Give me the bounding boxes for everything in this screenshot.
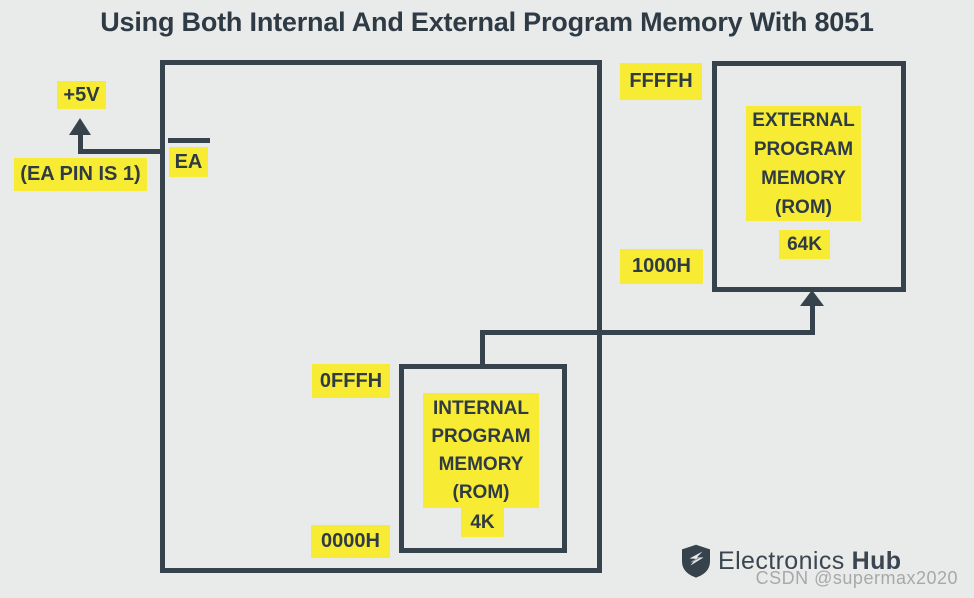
ea-pin-note-label: (EA PIN IS 1) xyxy=(14,158,147,191)
internal-memory-address-top-label: 0FFFH xyxy=(312,364,390,398)
microcontroller-8051-outline xyxy=(160,60,602,573)
external-memory-name-label: EXTERNAL PROGRAM MEMORY (ROM) xyxy=(746,106,861,221)
internal-memory-address-bottom-label: 0000H xyxy=(311,525,390,558)
diagram-title: Using Both Internal And External Program… xyxy=(100,7,874,37)
internal-memory-name-label: INTERNAL PROGRAM MEMORY (ROM) xyxy=(423,393,539,508)
ea-overline xyxy=(168,138,210,143)
ea-pin-label: EA xyxy=(169,147,208,177)
ea-to-supply-wire-vertical xyxy=(78,132,83,154)
arrow-up-icon xyxy=(800,290,824,306)
logo-text-bold: Hub xyxy=(851,546,902,575)
ea-to-supply-wire-horizontal xyxy=(80,149,164,154)
internal-to-external-wire-vertical-start xyxy=(480,333,485,367)
external-program-memory-box xyxy=(712,61,906,292)
internal-to-external-wire-vertical-end xyxy=(810,304,815,335)
watermark-text: CSDN @supermax2020 xyxy=(755,568,958,588)
external-memory-size-label: 64K xyxy=(779,230,830,259)
shield-bolt-icon xyxy=(682,544,710,578)
external-memory-address-top-label: FFFFH xyxy=(620,63,702,100)
arrow-up-icon xyxy=(69,118,91,135)
internal-to-external-wire-horizontal xyxy=(480,330,815,335)
logo-text-regular: Electronics xyxy=(718,546,845,575)
supply-voltage-label: +5V xyxy=(57,81,106,109)
external-memory-address-bottom-label: 1000H xyxy=(620,249,703,284)
internal-memory-size-label: 4K xyxy=(461,508,504,537)
